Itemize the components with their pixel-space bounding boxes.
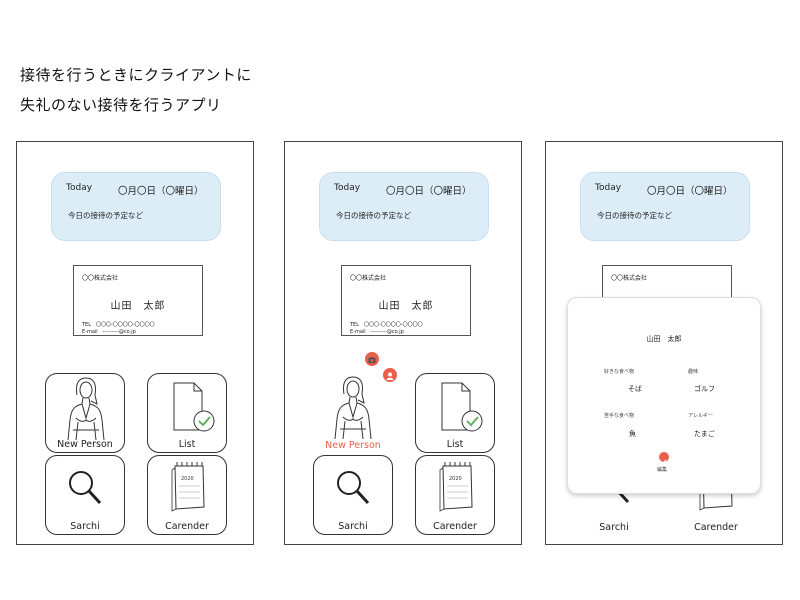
profile-popup: 山田 太郎 好きな食べ物 そば 趣味 ゴルフ 苦手な食べ物 魚 アレルギー たま… [567,297,761,494]
phone-screen-new-person: Today 〇月〇日（〇曜日） 今日の接待の予定など 〇〇株式会社 山田 太郎 … [284,141,522,545]
today-label: Today [334,183,361,193]
document-check-icon [173,382,215,432]
search-label: Sarchi [70,521,100,532]
document-check-icon [441,382,483,432]
profile-name: 山田 太郎 [646,335,682,343]
hobby-label: 趣味 [688,369,699,375]
today-panel: Today 〇月〇日（〇曜日） 今日の接待の予定など [580,172,750,241]
business-card[interactable]: 〇〇株式会社 山田 太郎 TEL 〇〇〇-〇〇〇〇-〇〇〇〇 E-mail --… [73,265,203,336]
new-person-button[interactable]: New Person [45,373,125,453]
card-tel: TEL 〇〇〇-〇〇〇〇-〇〇〇〇 [82,322,155,328]
fav-food-label: 好きな食べ物 [604,369,635,375]
person-icon [334,376,372,440]
calendar-button[interactable]: 2020 Carender [147,455,227,535]
today-panel: Today 〇月〇日（〇曜日） 今日の接待の予定など [51,172,221,241]
dislike-food-label: 苦手な食べ物 [604,413,635,419]
today-date: 〇月〇日（〇曜日） [647,186,733,197]
heading-line-2: 失礼のない接待を行うアプリ [20,96,222,114]
calendar-label: Carender [165,521,209,532]
today-date: 〇月〇日（〇曜日） [386,186,472,197]
card-name: 山田 太郎 [378,301,434,312]
search-icon [337,471,370,505]
allergy-label: アレルギー [688,413,714,419]
dislike-food-value: 魚 [629,430,636,438]
new-person-label: New Person [57,439,113,450]
calendar-icon: 2020 [439,462,473,512]
profile-icon[interactable] [383,368,397,382]
list-button[interactable]: List [415,373,495,453]
card-company: 〇〇株式会社 [611,275,648,282]
new-person-button[interactable]: New Person [313,373,393,453]
person-icon [67,377,105,441]
search-icon [69,471,102,505]
card-company: 〇〇株式会社 [350,275,387,282]
search-label: Sarchi [338,521,368,532]
edit-label[interactable]: 編集 [657,467,668,473]
search-button[interactable]: Sarchi [45,455,125,535]
today-schedule: 今日の接待の予定など [336,211,411,220]
today-schedule: 今日の接待の予定など [597,211,672,220]
list-button[interactable]: List [147,373,227,453]
allergy-value: たまご [694,430,715,438]
phone-screen-profile: Today 〇月〇日（〇曜日） 今日の接待の予定など 〇〇株式会社 Sarchi… [545,141,783,545]
today-label: Today [66,183,93,193]
business-card[interactable]: 〇〇株式会社 山田 太郎 TEL 〇〇〇-〇〇〇〇-〇〇〇〇 E-mail --… [341,265,471,336]
search-label: Sarchi [599,522,629,533]
card-tel: TEL 〇〇〇-〇〇〇〇-〇〇〇〇 [350,322,423,328]
camera-icon[interactable] [365,352,379,366]
phone-screen-home: Today 〇月〇日（〇曜日） 今日の接待の予定など 〇〇株式会社 山田 太郎 … [16,141,254,545]
calendar-label: Carender [433,521,477,532]
today-date: 〇月〇日（〇曜日） [118,186,204,197]
card-company: 〇〇株式会社 [82,275,119,282]
calendar-label: Carender [694,522,738,533]
list-label: List [446,439,464,450]
calendar-button[interactable]: 2020 Carender [415,455,495,535]
today-label: Today [595,183,622,193]
today-schedule: 今日の接待の予定など [68,211,143,220]
card-email: E-mail ---------@co.jp [350,329,404,335]
today-panel: Today 〇月〇日（〇曜日） 今日の接待の予定など [319,172,489,241]
hobby-value: ゴルフ [694,385,715,393]
list-label: List [178,439,196,450]
calendar-icon: 2020 [171,462,205,512]
fav-food-value: そば [628,385,642,393]
calendar-year: 2020 [449,476,462,482]
new-person-label: New Person [325,440,381,451]
search-button[interactable]: Sarchi [313,455,393,535]
card-email: E-mail ---------@co.jp [82,329,136,335]
card-name: 山田 太郎 [110,301,166,312]
heading-line-1: 接待を行うときにクライアントに [20,66,252,84]
edit-icon[interactable] [659,452,669,465]
calendar-year: 2020 [181,476,194,482]
